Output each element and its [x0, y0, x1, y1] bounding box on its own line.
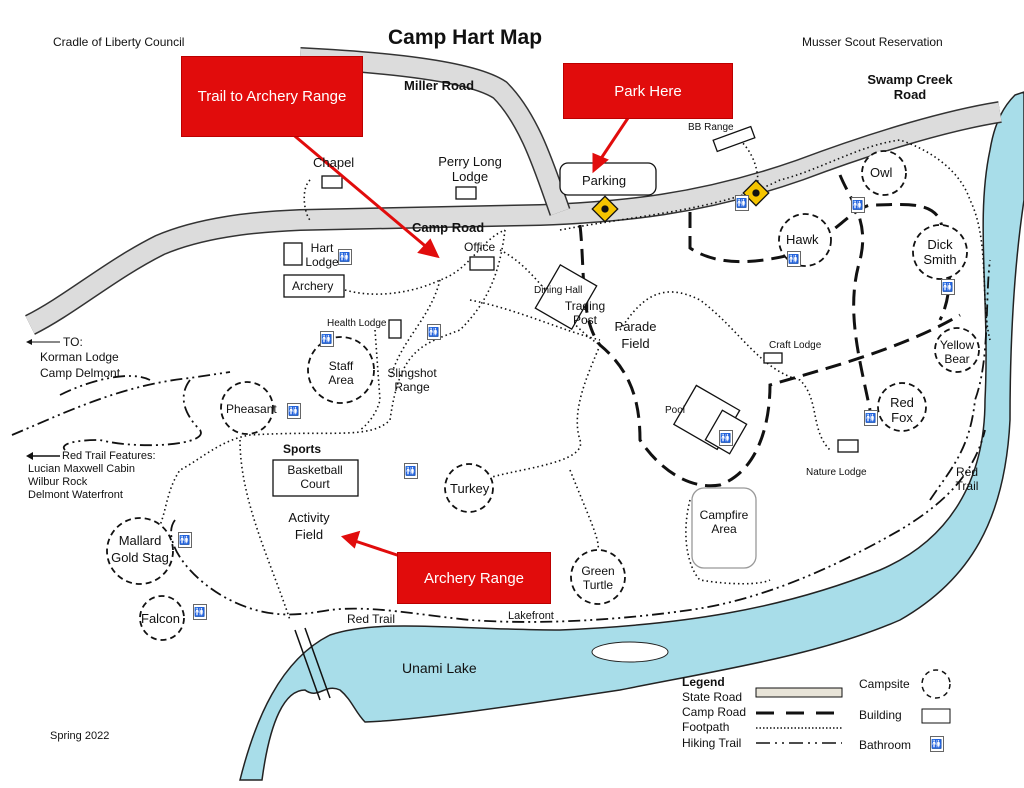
- bathroom-icon: 🚻: [338, 249, 352, 265]
- label-parking: Parking: [582, 173, 627, 188]
- label-basketball-court: Basketball Court: [287, 463, 343, 491]
- label-pool: Pool: [665, 405, 686, 416]
- note-camp-delmont: Camp Delmont: [40, 366, 121, 380]
- label-dining-hall: Dining Hall: [534, 285, 583, 296]
- legend-title: Legend: [682, 675, 725, 689]
- campsite-mallard-gold-stag: Mallard Gold Stag: [111, 533, 169, 565]
- page-title: Camp Hart Map: [388, 26, 543, 49]
- campsite-red-fox: Red Fox: [890, 395, 914, 425]
- road-label-swamp-creek: Swamp Creek Road: [867, 72, 953, 102]
- bridge: [294, 627, 331, 701]
- bathroom-icon: 🚻: [320, 331, 334, 347]
- bathroom-icon: 🚻: [427, 324, 441, 340]
- label-health-lodge: Health Lodge: [327, 318, 387, 329]
- label-archery: Archery: [292, 279, 334, 293]
- pedestrian-crossing-icons: [591, 179, 770, 223]
- edition-date: Spring 2022: [50, 730, 110, 742]
- buildings: [272, 125, 859, 569]
- bathroom-icon: 🚻: [787, 251, 801, 267]
- campsite-hawk: Hawk: [786, 232, 819, 247]
- label-red-trail: Red Trail: [347, 612, 396, 626]
- callout-park-here: Park Here: [563, 63, 733, 119]
- lake-island: [591, 641, 669, 663]
- callout-archery-range: Archery Range: [397, 552, 551, 604]
- callout-trail-to-archery: Trail to Archery Range: [181, 56, 363, 137]
- note-feature: Lucian Maxwell Cabin: [28, 463, 135, 475]
- legend-state-road: State Road: [682, 690, 743, 704]
- legend-hiking-trail: Hiking Trail: [682, 736, 742, 750]
- bathroom-icon: 🚻: [864, 410, 878, 426]
- note-red-trail-features: Red Trail Features:: [62, 450, 156, 462]
- label-trading-post: Trading Post: [564, 299, 606, 327]
- label-office: Office: [464, 240, 496, 254]
- bathroom-icon: 🚻: [851, 197, 865, 213]
- label-lakefront: Lakefront: [508, 610, 554, 622]
- reservation-name: Musser Scout Reservation: [802, 35, 943, 49]
- label-hart-lodge: Hart Lodge: [305, 241, 339, 269]
- campsite-dick-smith: Dick Smith: [923, 237, 957, 267]
- legend-marks: [26, 339, 951, 744]
- label-parade-field: Parade Field: [614, 319, 657, 351]
- label-craft-lodge: Craft Lodge: [769, 340, 822, 351]
- campsite-yellow-bear: Yellow Bear: [939, 338, 975, 366]
- campsite-staff-area: Staff Area: [328, 359, 354, 387]
- note-korman-lodge: Korman Lodge: [40, 350, 119, 364]
- bathroom-icon: 🚻: [287, 403, 301, 419]
- bathroom-icon: 🚻: [719, 430, 733, 446]
- label-sports: Sports: [283, 442, 322, 456]
- label-campfire-area: Campfire Area: [699, 508, 749, 536]
- label-chapel: Chapel: [313, 155, 355, 170]
- bathroom-icon: 🚻: [404, 463, 418, 479]
- legend-campsite: Campsite: [859, 677, 910, 691]
- legend-bathroom: Bathroom: [859, 738, 912, 752]
- bathroom-icon: 🚻: [193, 604, 207, 620]
- campsite-falcon: Falcon: [141, 611, 181, 626]
- callout-arrows: [289, 117, 630, 558]
- bathroom-icon: 🚻: [941, 279, 955, 295]
- legend-building: Building: [859, 708, 902, 722]
- campsite-pheasant: Pheasant: [226, 402, 277, 416]
- legend-footpath: Footpath: [682, 720, 730, 734]
- unami-lake-and-creek: [239, 91, 1024, 781]
- road-label-miller: Miller Road: [404, 78, 475, 93]
- campsite-green-turtle: Green Turtle: [581, 564, 615, 592]
- road-label-camp: Camp Road: [412, 220, 485, 235]
- legend-bathroom-icon: 🚻: [930, 736, 944, 752]
- note-feature: Delmont Waterfront: [28, 489, 123, 501]
- note-to: TO:: [63, 335, 83, 349]
- council-name: Cradle of Liberty Council: [53, 35, 185, 49]
- campsite-owl: Owl: [870, 165, 893, 180]
- campsite-turkey: Turkey: [450, 481, 490, 496]
- state-roads: [24, 47, 1002, 335]
- label-activity-field: Activity Field: [288, 510, 330, 542]
- hiking-trails: [11, 259, 991, 623]
- label-slingshot-range: Slingshot Range: [387, 366, 437, 394]
- label-perry-long-lodge: Perry Long Lodge: [438, 154, 502, 184]
- label-bb-range: BB Range: [688, 122, 734, 133]
- bathroom-icon: 🚻: [178, 532, 192, 548]
- label-unami-lake: Unami Lake: [402, 660, 477, 676]
- label-nature-lodge: Nature Lodge: [806, 467, 867, 478]
- note-feature: Wilbur Rock: [28, 476, 88, 488]
- label-red-trail-east: Red Trail: [955, 465, 979, 493]
- legend-camp-road: Camp Road: [682, 705, 747, 719]
- bathroom-icon: 🚻: [735, 195, 749, 211]
